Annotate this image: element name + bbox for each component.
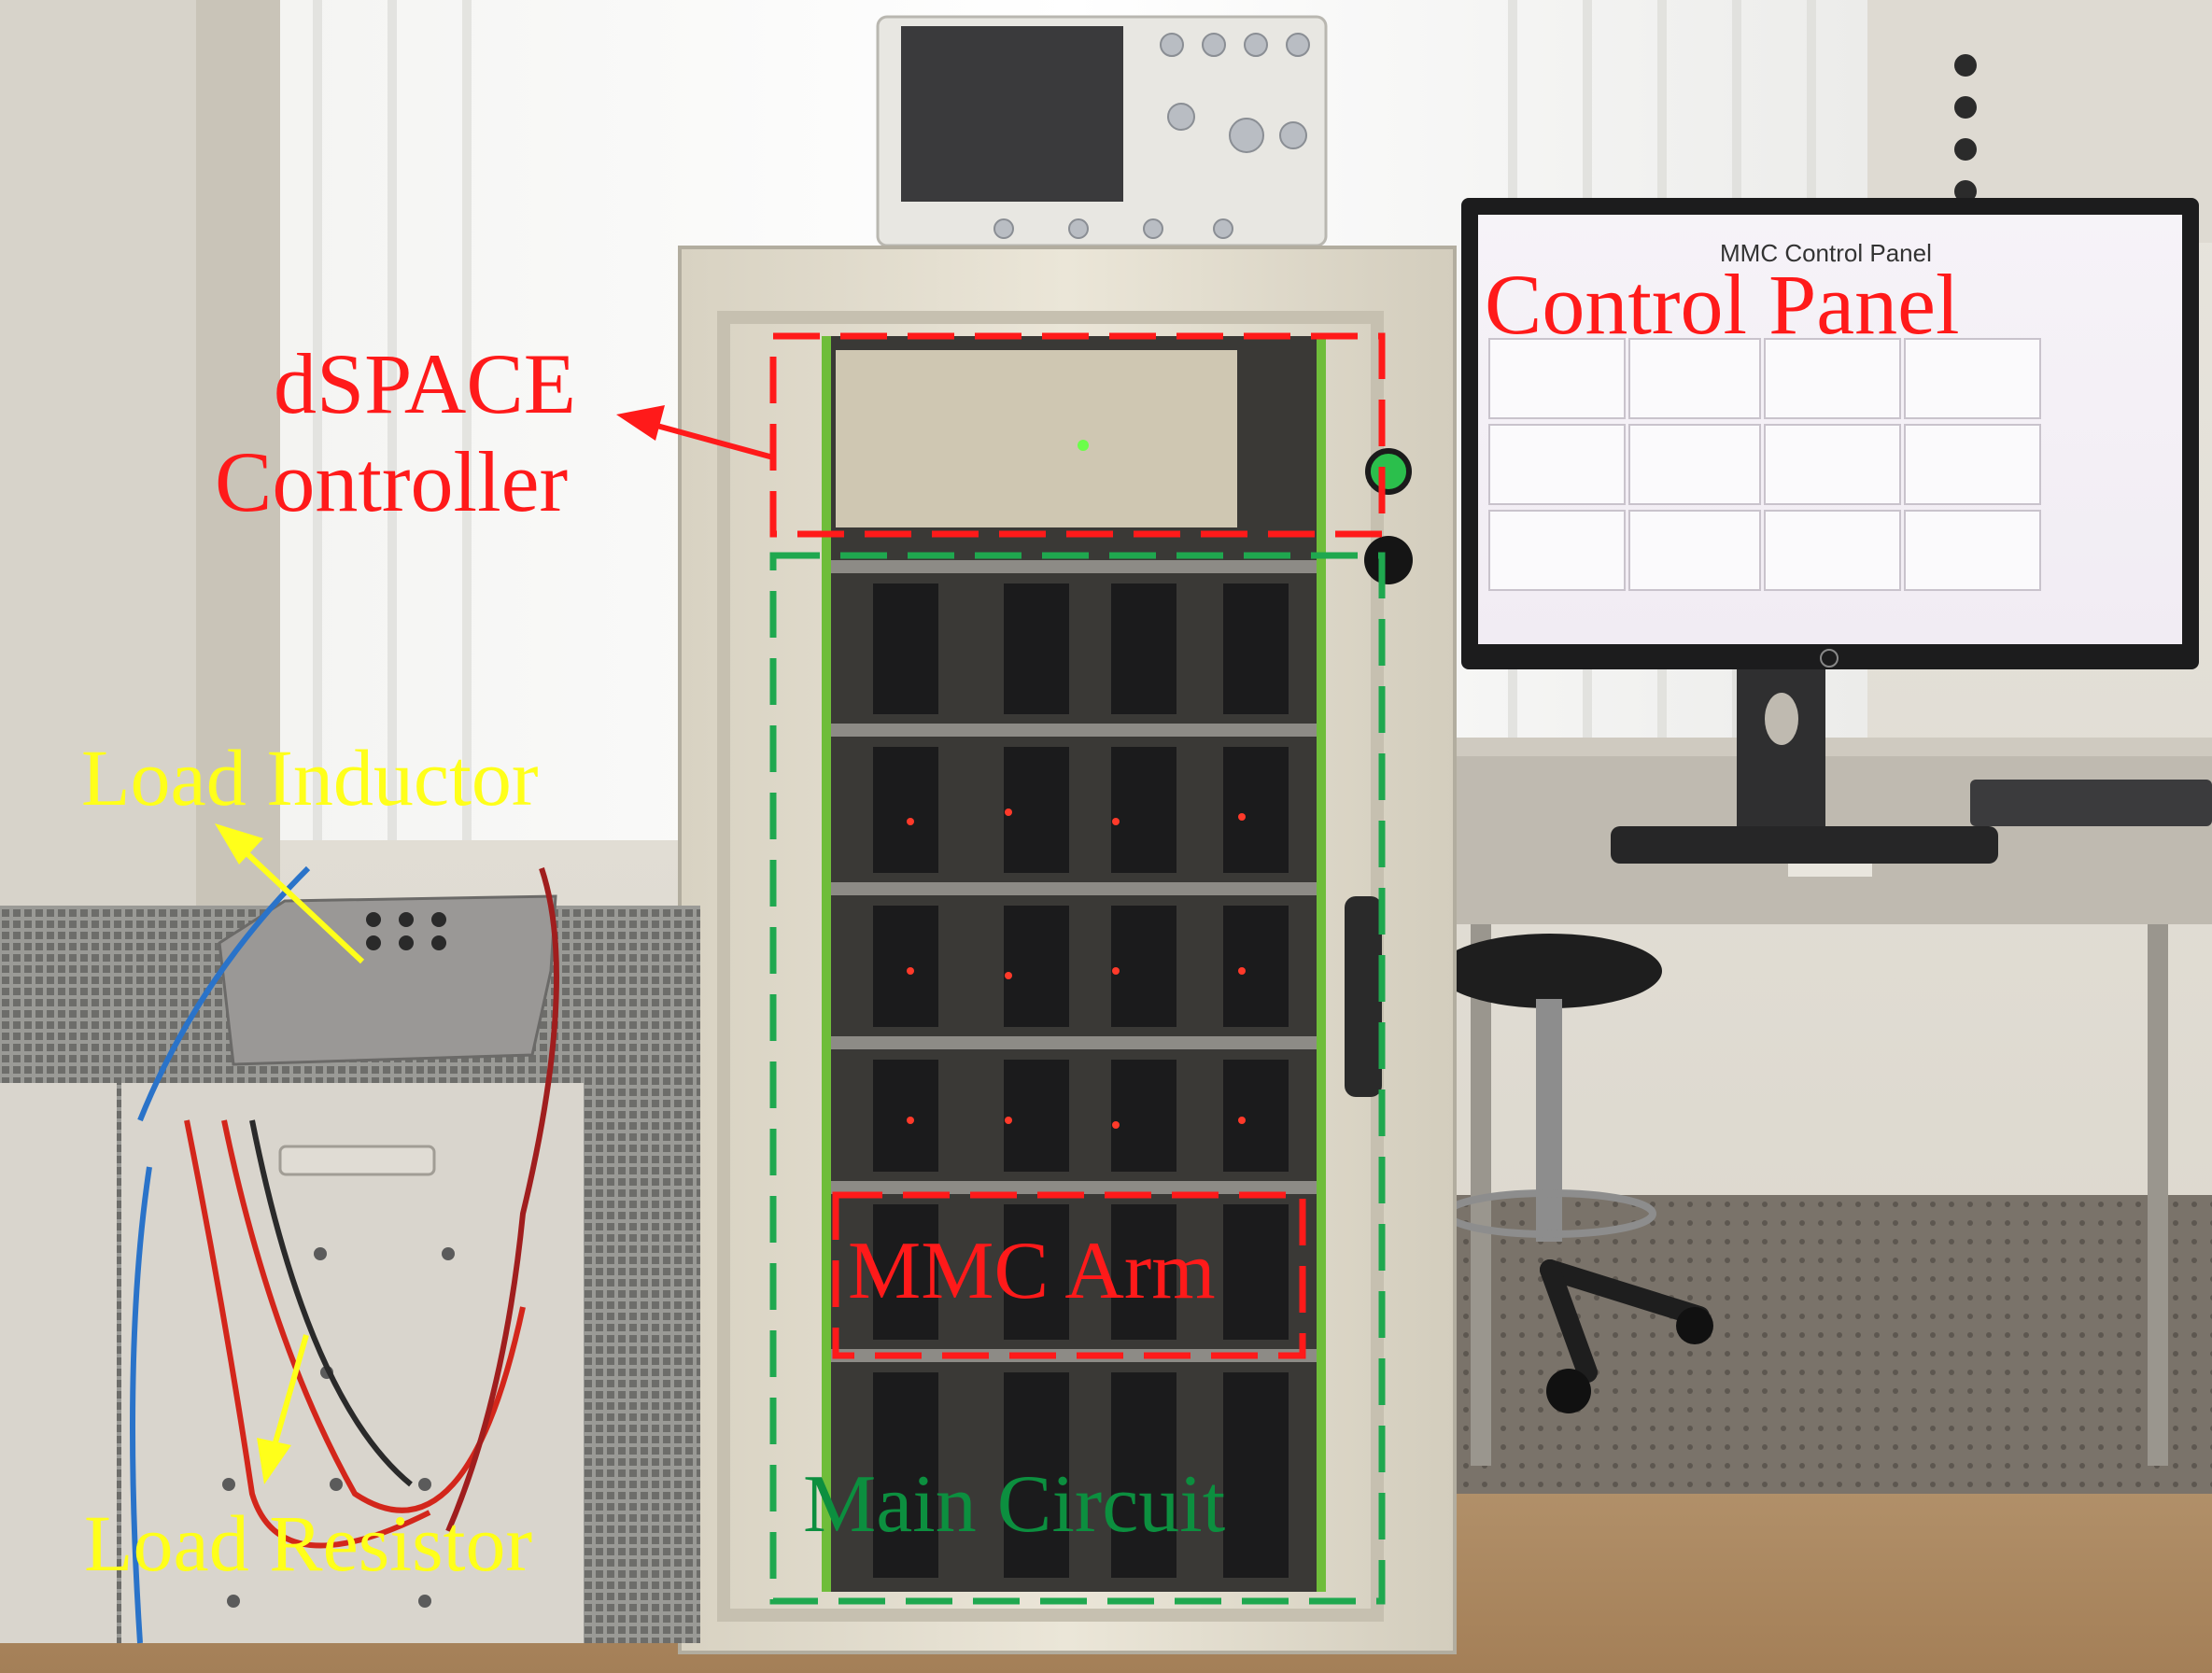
main-circuit-label: Main Circuit xyxy=(803,1459,1226,1550)
load-resistor-arrow xyxy=(257,1334,309,1484)
inductor-terminals xyxy=(366,912,446,950)
dspace-label-line2: Controller xyxy=(215,434,569,529)
green-start-button xyxy=(1365,448,1412,495)
mmc-arm-label: MMC Arm xyxy=(848,1226,1216,1316)
window-frame xyxy=(196,0,280,934)
chair-seat xyxy=(1438,934,1662,1008)
desk-leg xyxy=(2148,924,2168,1466)
cabinet-green-strip-left xyxy=(822,336,831,1592)
control-panel-screen-title: MMC Control Panel xyxy=(1720,239,1932,267)
resistor-front-panel xyxy=(0,1083,117,1643)
nameplate xyxy=(1788,864,1872,877)
load-resistor-label: Load Resistor xyxy=(84,1498,533,1588)
chair-wheel xyxy=(1676,1307,1713,1344)
control-panel-plot-grid xyxy=(1488,338,2041,591)
chair-wheel xyxy=(1546,1369,1591,1413)
dspace-unit xyxy=(836,350,1237,527)
resistor-handle xyxy=(278,1145,436,1176)
oscilloscope-screen xyxy=(901,26,1123,202)
test-cables xyxy=(130,865,559,1644)
keyboard xyxy=(1970,780,2212,826)
dspace-led xyxy=(1078,440,1089,451)
chair-post xyxy=(1536,999,1562,1242)
monitor-stand-hole xyxy=(1765,693,1798,745)
cabinet-green-strip-right xyxy=(1317,336,1326,1592)
board-leds xyxy=(907,808,1246,1129)
black-stop-button xyxy=(1364,536,1413,584)
load-inductor-arrow xyxy=(215,823,365,964)
dspace-controller-box xyxy=(769,332,1386,538)
load-inductor-label: Load Inductor xyxy=(81,733,539,822)
submodule-boards xyxy=(873,583,1289,1578)
main-circuit-box xyxy=(769,552,1386,1605)
monitor-base xyxy=(1611,826,1998,864)
load-inductor-box xyxy=(218,894,557,1066)
cabinet-door-handle xyxy=(1345,896,1382,1097)
dell-logo xyxy=(1820,649,1839,668)
mmc-arm-box xyxy=(832,1191,1306,1359)
dspace-label-line1: dSPACE xyxy=(274,336,576,431)
wall-sockets xyxy=(1954,54,1977,203)
oscilloscope-knobs xyxy=(993,33,1310,239)
chair-base xyxy=(1540,1259,1710,1383)
dspace-arrow xyxy=(616,405,774,460)
control-panel-label: Control Panel xyxy=(1485,257,1960,352)
